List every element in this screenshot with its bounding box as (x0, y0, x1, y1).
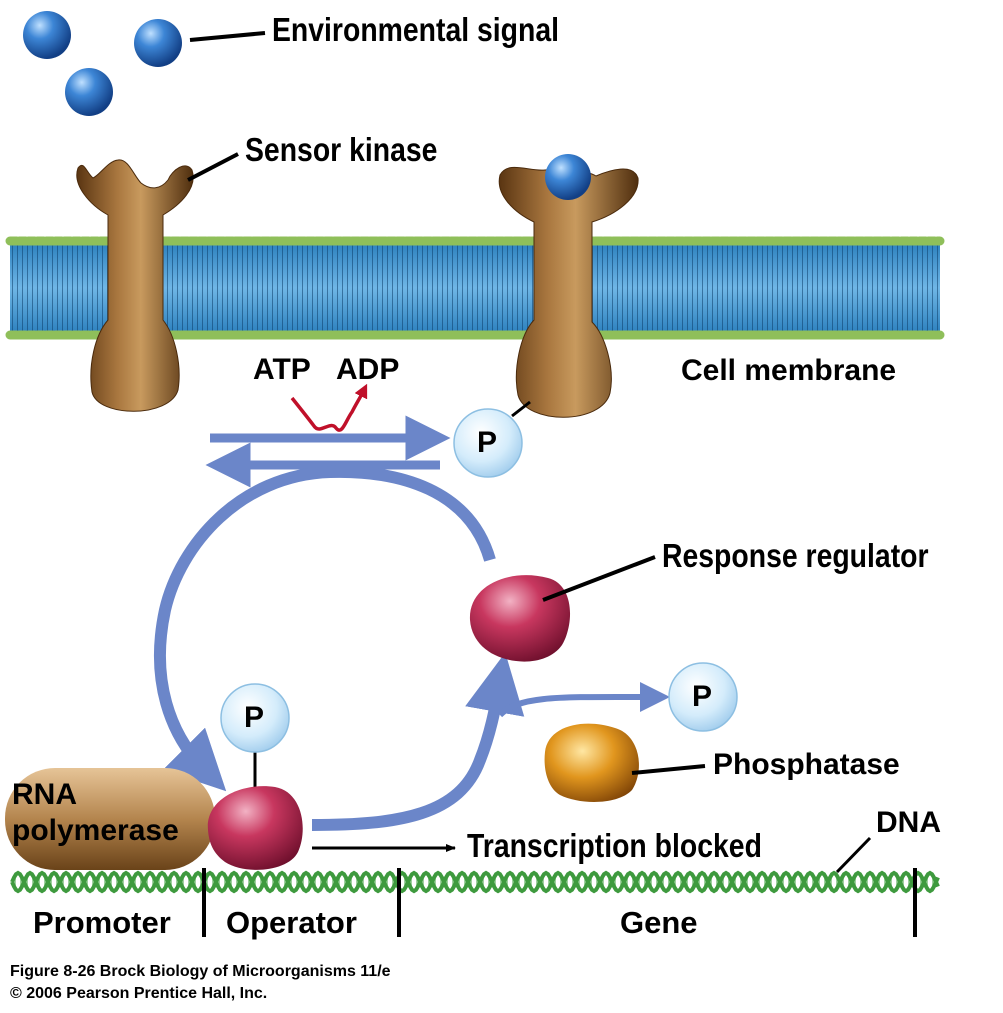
sensor-kinase-label: Sensor kinase (245, 131, 438, 168)
regulator-binding-arrow (153, 465, 496, 792)
environmental-signal-label: Environmental signal (272, 11, 560, 48)
signal-molecule (23, 11, 71, 59)
sensor-kinase-inactive (76, 159, 194, 412)
kinase-phosphate-bond (511, 400, 531, 418)
response-regulator (469, 575, 571, 662)
phosphatase-label: Phosphatase (713, 748, 900, 781)
phosphate-release-arrow (497, 681, 670, 718)
rna-polymerase (5, 768, 215, 870)
transcription-blocked-label: Transcription blocked (467, 827, 762, 864)
response-regulator-leader (542, 555, 656, 602)
phosphate-released (668, 662, 738, 732)
figure-caption: Figure 8-26 Brock Biology of Microorgani… (10, 963, 391, 980)
phosphatase (544, 723, 639, 802)
regulator-release-arrow (311, 652, 525, 831)
response-regulator-label: Response regulator (662, 537, 929, 574)
environmental-signal-molecules (23, 11, 182, 116)
atp-adp-arrow (290, 383, 368, 432)
gene-label: Gene (620, 905, 698, 940)
phosphate-regulator (220, 683, 290, 753)
phosphate-kinase (453, 408, 523, 478)
phosphate-regulator-label: P (244, 701, 265, 734)
adp-label: ADP (336, 353, 400, 386)
dna-strand (10, 870, 940, 894)
cell-membrane (5, 236, 945, 340)
sensor-kinase-leader (187, 152, 239, 182)
phosphate-released-label: P (692, 680, 713, 713)
response-regulator-bound (207, 786, 303, 870)
cell-membrane-label: Cell membrane (681, 354, 897, 387)
bound-signal-molecule (545, 154, 591, 200)
operator-label: Operator (226, 905, 357, 940)
signal-molecule (65, 68, 113, 116)
dna-leader (835, 836, 872, 874)
dna-helix (10, 870, 940, 894)
promoter-label: Promoter (33, 905, 171, 940)
environmental-signal-leader (189, 31, 266, 42)
rna-polymerase-label-line1: RNA (12, 778, 77, 811)
atp-label: ATP (253, 353, 311, 386)
phosphatase-leader (631, 764, 706, 775)
dna-strand (10, 870, 940, 894)
dna-label: DNA (876, 806, 941, 839)
rna-polymerase-label-line2: polymerase (12, 814, 179, 847)
copyright-caption: © 2006 Pearson Prentice Hall, Inc. (10, 985, 268, 1002)
signal-molecule (134, 19, 182, 67)
phosphate-kinase-label: P (477, 426, 498, 459)
